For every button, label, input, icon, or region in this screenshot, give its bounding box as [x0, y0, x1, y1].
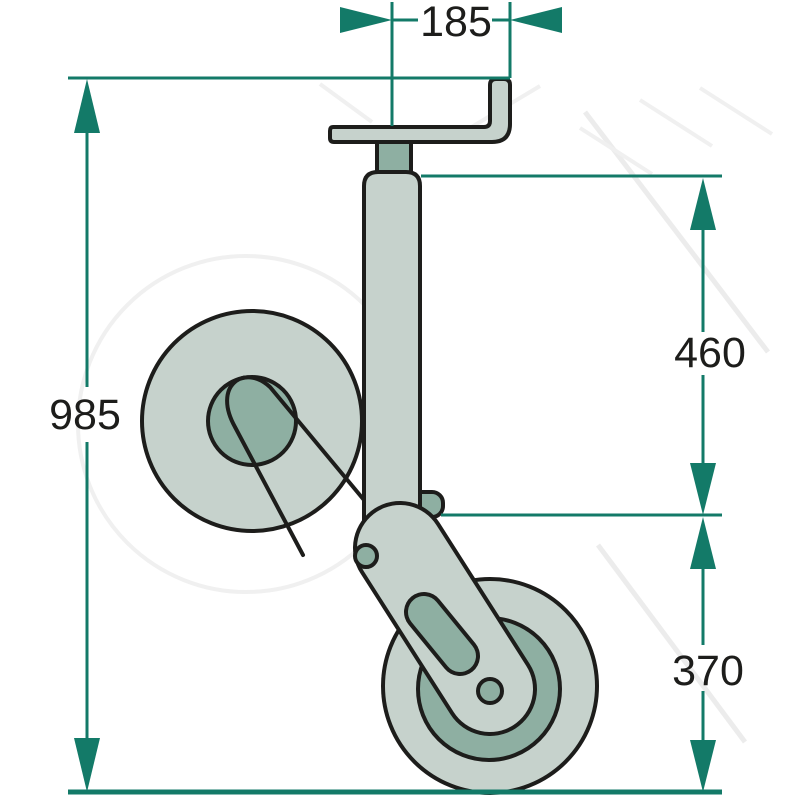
crank-rod	[225, 375, 366, 557]
outer-tube	[362, 170, 422, 532]
arrow-left-icon	[510, 7, 562, 33]
axle-bolt	[476, 677, 504, 705]
arrow-up-icon	[690, 178, 716, 230]
arrow-down-icon	[690, 740, 716, 792]
dim-label-460: 460	[674, 329, 746, 377]
arrow-up-icon	[690, 517, 716, 569]
arrow-down-icon	[690, 463, 716, 515]
dimension-lines	[68, 2, 722, 795]
watermark-stroke	[638, 98, 714, 148]
dim-label-985: 985	[49, 391, 121, 439]
dim-label-370: 370	[672, 647, 744, 695]
watermark-stroke	[318, 82, 374, 124]
crank-hub	[206, 375, 298, 467]
swivel-slot	[408, 596, 476, 672]
watermark-stroke	[698, 86, 774, 136]
watermark	[76, 82, 774, 744]
watermark-stroke	[578, 126, 654, 176]
arrow-up-icon	[74, 79, 100, 133]
dim-label-185: 185	[420, 0, 492, 46]
arrow-right-icon	[340, 7, 392, 33]
pivot-hole	[353, 543, 379, 569]
clamp-bracket	[328, 77, 512, 144]
arrow-down-icon	[74, 738, 100, 792]
jockey-wheel-drawing	[140, 77, 599, 795]
dimension-labels: 185 985 460 370	[49, 0, 746, 695]
watermark-stroke	[595, 543, 748, 744]
